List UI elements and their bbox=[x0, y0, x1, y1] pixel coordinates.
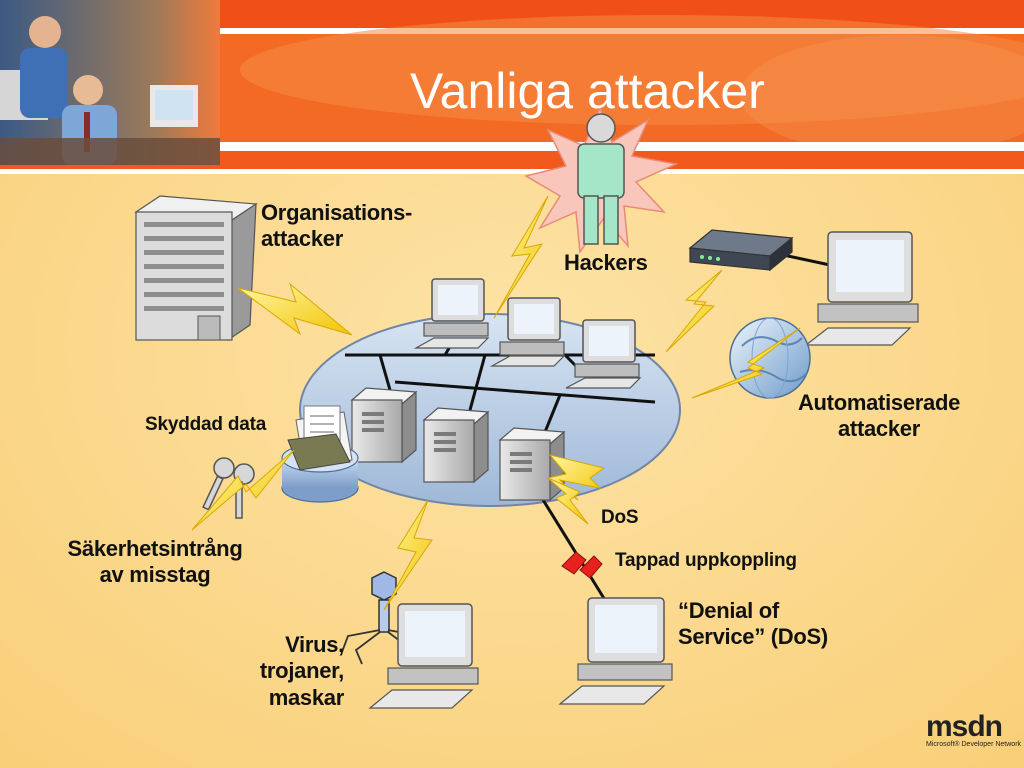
label-line: attacker bbox=[261, 226, 343, 252]
label-line: Automatiserade bbox=[797, 390, 961, 415]
lightning-icon bbox=[691, 327, 801, 399]
automated-computer-icon bbox=[804, 231, 919, 346]
label-line: Organisations- bbox=[261, 200, 413, 225]
label-line: Virus, bbox=[285, 632, 344, 657]
denial-of-service-label: “Denial of Service” (DoS) bbox=[678, 598, 828, 651]
protected-data-label: Skyddad data bbox=[145, 414, 267, 435]
hacker-person-icon bbox=[524, 105, 679, 255]
label-line: trojaner, bbox=[259, 658, 344, 684]
lightning-icon bbox=[237, 282, 353, 336]
label-line: Service” (DoS) bbox=[678, 624, 828, 650]
lightning-icon bbox=[547, 477, 589, 525]
label-line: maskar bbox=[268, 684, 345, 710]
ring-computer-2 bbox=[489, 297, 566, 367]
lightning-icon bbox=[191, 449, 295, 531]
label-line: av misstag bbox=[99, 562, 211, 588]
header-photo bbox=[0, 0, 220, 165]
office-building-icon bbox=[134, 195, 258, 342]
keys-icon bbox=[202, 457, 255, 519]
label-line: Säkerhetsintrång bbox=[67, 536, 243, 561]
header-band bbox=[0, 0, 1024, 174]
dos-label: DoS bbox=[601, 507, 639, 528]
malware-label: Virus, trojaner, maskar bbox=[228, 632, 344, 711]
server-2 bbox=[422, 407, 490, 484]
label-line: attacker bbox=[838, 416, 920, 442]
ring-computer-1 bbox=[413, 278, 490, 349]
database-folder-icon bbox=[281, 405, 359, 503]
lightning-icon bbox=[546, 454, 606, 501]
organisation-attacks-label: Organisations- attacker bbox=[261, 200, 412, 253]
msdn-logo-word: msdn bbox=[926, 710, 1003, 743]
malware-computer-icon bbox=[368, 603, 479, 709]
label-line: “Denial of bbox=[678, 598, 779, 623]
lightning-icon bbox=[383, 499, 433, 611]
slide-title: Vanliga attacker bbox=[410, 63, 765, 119]
computer-icon bbox=[558, 597, 673, 705]
automated-attacks-label: Automatiserade attacker bbox=[784, 390, 974, 443]
router-icon bbox=[688, 229, 794, 272]
lightning-bolts bbox=[191, 195, 801, 611]
lost-connection-label: Tappad uppkoppling bbox=[615, 550, 797, 571]
accidental-breach-label: Säkerhetsintrång av misstag bbox=[50, 536, 260, 589]
hackers-label: Hackers bbox=[564, 250, 648, 275]
msdn-logo: msdn Microsoft® Developer Network bbox=[926, 710, 1022, 749]
msdn-logo-subtitle: Microsoft® Developer Network bbox=[926, 741, 1022, 748]
server-3 bbox=[498, 427, 566, 502]
lightning-icon bbox=[665, 269, 723, 353]
ring-computer-3 bbox=[565, 319, 642, 389]
lightning-icon bbox=[493, 195, 549, 319]
server-1 bbox=[350, 387, 418, 464]
broken-link-icon bbox=[561, 551, 603, 579]
